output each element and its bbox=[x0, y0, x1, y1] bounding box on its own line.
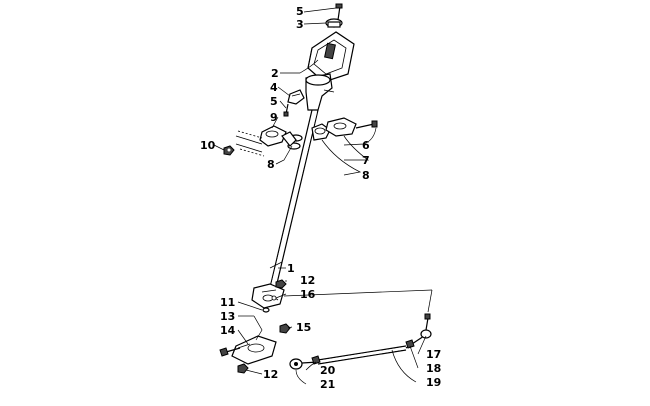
lower-arm bbox=[251, 283, 285, 309]
bushing-left bbox=[259, 125, 297, 147]
tie-rod bbox=[317, 345, 407, 365]
steering-post-head bbox=[305, 73, 335, 111]
jam-nut-18 bbox=[405, 339, 415, 349]
bearing-plate bbox=[231, 335, 277, 365]
callout-18: 18 bbox=[426, 362, 441, 375]
callout-17: 17 bbox=[426, 348, 441, 361]
callout-19: 19 bbox=[426, 376, 441, 389]
callout-8-right: 8 bbox=[362, 169, 370, 182]
callout-20: 20 bbox=[320, 364, 336, 377]
jam-nut-20 bbox=[311, 355, 321, 365]
left-bolts bbox=[235, 130, 265, 157]
callout-9: 9 bbox=[270, 111, 278, 124]
handlebar-block bbox=[307, 31, 355, 83]
callout-labels: 5 3 2 4 5 9 10 8 6 7 8 1 12 16 11 13 14 … bbox=[200, 5, 441, 391]
leader-lines bbox=[213, 7, 433, 385]
callout-8-left: 8 bbox=[267, 158, 275, 171]
cotter-16 bbox=[271, 295, 279, 301]
callout-14: 14 bbox=[220, 324, 236, 337]
callout-4: 4 bbox=[270, 81, 278, 94]
callout-12-lower: 12 bbox=[263, 368, 278, 381]
left-nut bbox=[223, 145, 235, 156]
callout-10: 10 bbox=[200, 139, 216, 152]
bushing-right bbox=[311, 117, 357, 141]
upper-nut-12 bbox=[275, 279, 287, 289]
nut-15 bbox=[279, 323, 291, 334]
callout-21: 21 bbox=[320, 378, 335, 391]
callout-11: 11 bbox=[220, 296, 235, 309]
callout-2: 2 bbox=[271, 67, 279, 80]
callout-6: 6 bbox=[362, 139, 370, 152]
callout-7: 7 bbox=[362, 154, 370, 167]
small-bracket bbox=[287, 89, 305, 105]
callout-5-top: 5 bbox=[296, 5, 304, 18]
clamp-cap bbox=[325, 18, 343, 28]
callout-5-mid: 5 bbox=[270, 95, 278, 108]
tie-rod-end-left bbox=[289, 358, 319, 370]
washer-11 bbox=[262, 307, 270, 313]
right-bolt bbox=[355, 120, 378, 129]
callout-12-upper: 12 bbox=[300, 274, 315, 287]
tie-rod-end-right bbox=[405, 313, 432, 349]
callout-3: 3 bbox=[296, 18, 304, 31]
callout-1: 1 bbox=[287, 262, 295, 275]
small-screw bbox=[283, 103, 289, 117]
callout-13: 13 bbox=[220, 310, 235, 323]
callout-15: 15 bbox=[296, 321, 311, 334]
top-screw bbox=[335, 3, 343, 21]
plate-bolt-14 bbox=[219, 347, 241, 357]
callout-16: 16 bbox=[300, 288, 316, 301]
lower-nut-12 bbox=[237, 363, 249, 374]
